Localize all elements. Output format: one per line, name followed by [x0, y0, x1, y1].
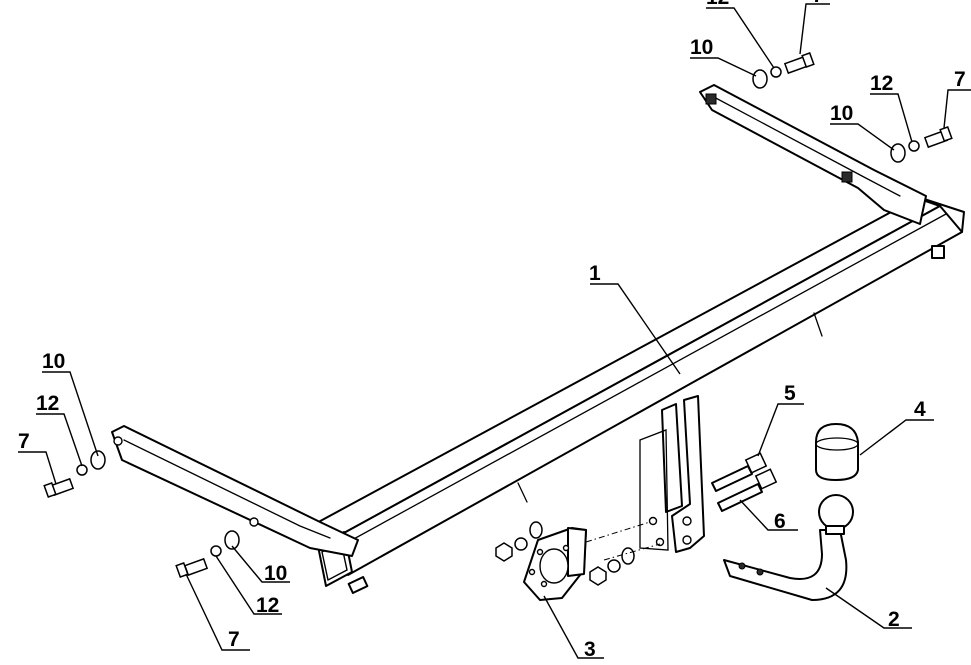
bolt-head-icon — [939, 126, 953, 142]
callout-12-right-lower: 12 — [870, 72, 893, 95]
callout-labels: 1 2 3 4 5 6 7 7 7 7 10 10 10 10 12 12 12… — [18, 0, 966, 661]
washer-icon — [529, 521, 543, 539]
tow-ball-sphere — [818, 494, 854, 530]
right-upper-fasteners — [752, 52, 815, 89]
leader-lines — [18, 3, 971, 659]
bolt-shank — [711, 465, 753, 492]
arm-hole — [756, 568, 764, 576]
spring-washer-icon — [76, 464, 88, 476]
left-arm-hole — [249, 517, 259, 527]
tow-ball-cap — [815, 423, 859, 481]
socket-plate-hole — [528, 568, 536, 576]
left-arm-plate — [111, 425, 359, 557]
callout-3: 3 — [584, 638, 596, 661]
weld-seam — [517, 482, 528, 503]
bar-stub — [931, 245, 945, 259]
bolt-6 — [717, 468, 778, 512]
callout-1: 1 — [589, 262, 601, 285]
tow-ball-cap-rim — [815, 437, 859, 451]
callout-6: 6 — [774, 510, 786, 533]
bolt-head-icon — [43, 482, 57, 498]
callout-5: 5 — [784, 382, 796, 405]
nut-icon — [495, 542, 513, 562]
right-arm-nut — [841, 171, 853, 183]
callout-10-left-upper: 10 — [42, 350, 65, 373]
crossbar-part — [299, 196, 965, 594]
callout-2: 2 — [888, 608, 900, 631]
bolt-head — [754, 468, 778, 490]
bar-stub — [347, 576, 369, 594]
callout-7-right-lower: 7 — [954, 68, 966, 91]
bolt-head — [744, 452, 768, 474]
tow-ball-neck — [723, 494, 854, 601]
center-plate-hole — [682, 516, 692, 526]
callout-10-left-lower: 10 — [264, 562, 287, 585]
right-arm-fold — [711, 95, 901, 197]
callout-12-left-upper: 12 — [36, 392, 59, 415]
socket-plate — [523, 527, 587, 601]
spring-washer-icon — [908, 140, 920, 152]
left-lower-fasteners — [175, 530, 240, 578]
center-plate-left — [661, 403, 683, 513]
washer-icon — [514, 537, 528, 551]
center-plate-hole — [682, 535, 692, 545]
washer-icon — [607, 559, 621, 573]
bolt-head-icon — [175, 562, 189, 578]
right-lower-fasteners — [890, 126, 953, 163]
arm-hole — [738, 562, 746, 570]
callout-12-left-lower: 12 — [256, 594, 279, 617]
socket-hardware — [495, 521, 661, 586]
tow-ball-cap-body — [815, 423, 859, 481]
spring-washer-icon — [770, 66, 782, 78]
socket-plate-flange — [567, 527, 587, 577]
crossbar-top-face — [299, 197, 941, 546]
socket-plate-hole — [540, 580, 548, 588]
callout-7-left-lower: 7 — [228, 628, 240, 651]
left-side-bracket — [111, 425, 359, 557]
right-arm-nut — [705, 93, 717, 105]
weld-seam — [813, 312, 823, 337]
callout-10-right-upper: 10 — [690, 36, 713, 59]
washer-icon — [224, 530, 240, 550]
callout-12-right-upper: 12 — [706, 0, 729, 9]
callout-7-left-upper: 7 — [18, 430, 30, 453]
left-arm-hole — [113, 436, 123, 446]
washer-icon — [621, 547, 635, 565]
center-plate-back — [639, 429, 669, 551]
callout-4: 4 — [914, 398, 926, 421]
tow-ball-arm — [723, 529, 848, 601]
assembly-axis — [585, 521, 651, 543]
socket-plate-bore — [539, 548, 569, 584]
left-arm-fold — [123, 439, 331, 539]
callout-10-right-lower: 10 — [830, 102, 853, 125]
left-upper-fasteners — [43, 450, 106, 498]
bolt-icon — [183, 557, 209, 577]
crossbar-front-face — [321, 205, 963, 576]
assembly-axis — [603, 543, 661, 561]
bolt-5 — [711, 452, 768, 492]
center-plate-right — [671, 395, 705, 553]
center-plate-hole — [655, 537, 665, 547]
socket-plate-hole — [536, 548, 544, 556]
spring-washer-icon — [210, 545, 222, 557]
nut-icon — [589, 566, 607, 586]
washer-icon — [752, 69, 768, 89]
center-mount-plate — [639, 395, 705, 553]
bolt-shank — [717, 483, 763, 512]
washer-icon — [890, 143, 906, 163]
tow-ball-collar — [825, 525, 845, 535]
bolt-head-icon — [801, 52, 815, 68]
washer-icon — [90, 450, 106, 470]
center-plate-hole — [648, 516, 658, 526]
right-side-bracket — [699, 84, 927, 225]
callout-7-right-upper: 7 — [812, 0, 824, 7]
socket-plate-hole — [562, 544, 570, 552]
crossbar-edge-line — [329, 213, 947, 553]
